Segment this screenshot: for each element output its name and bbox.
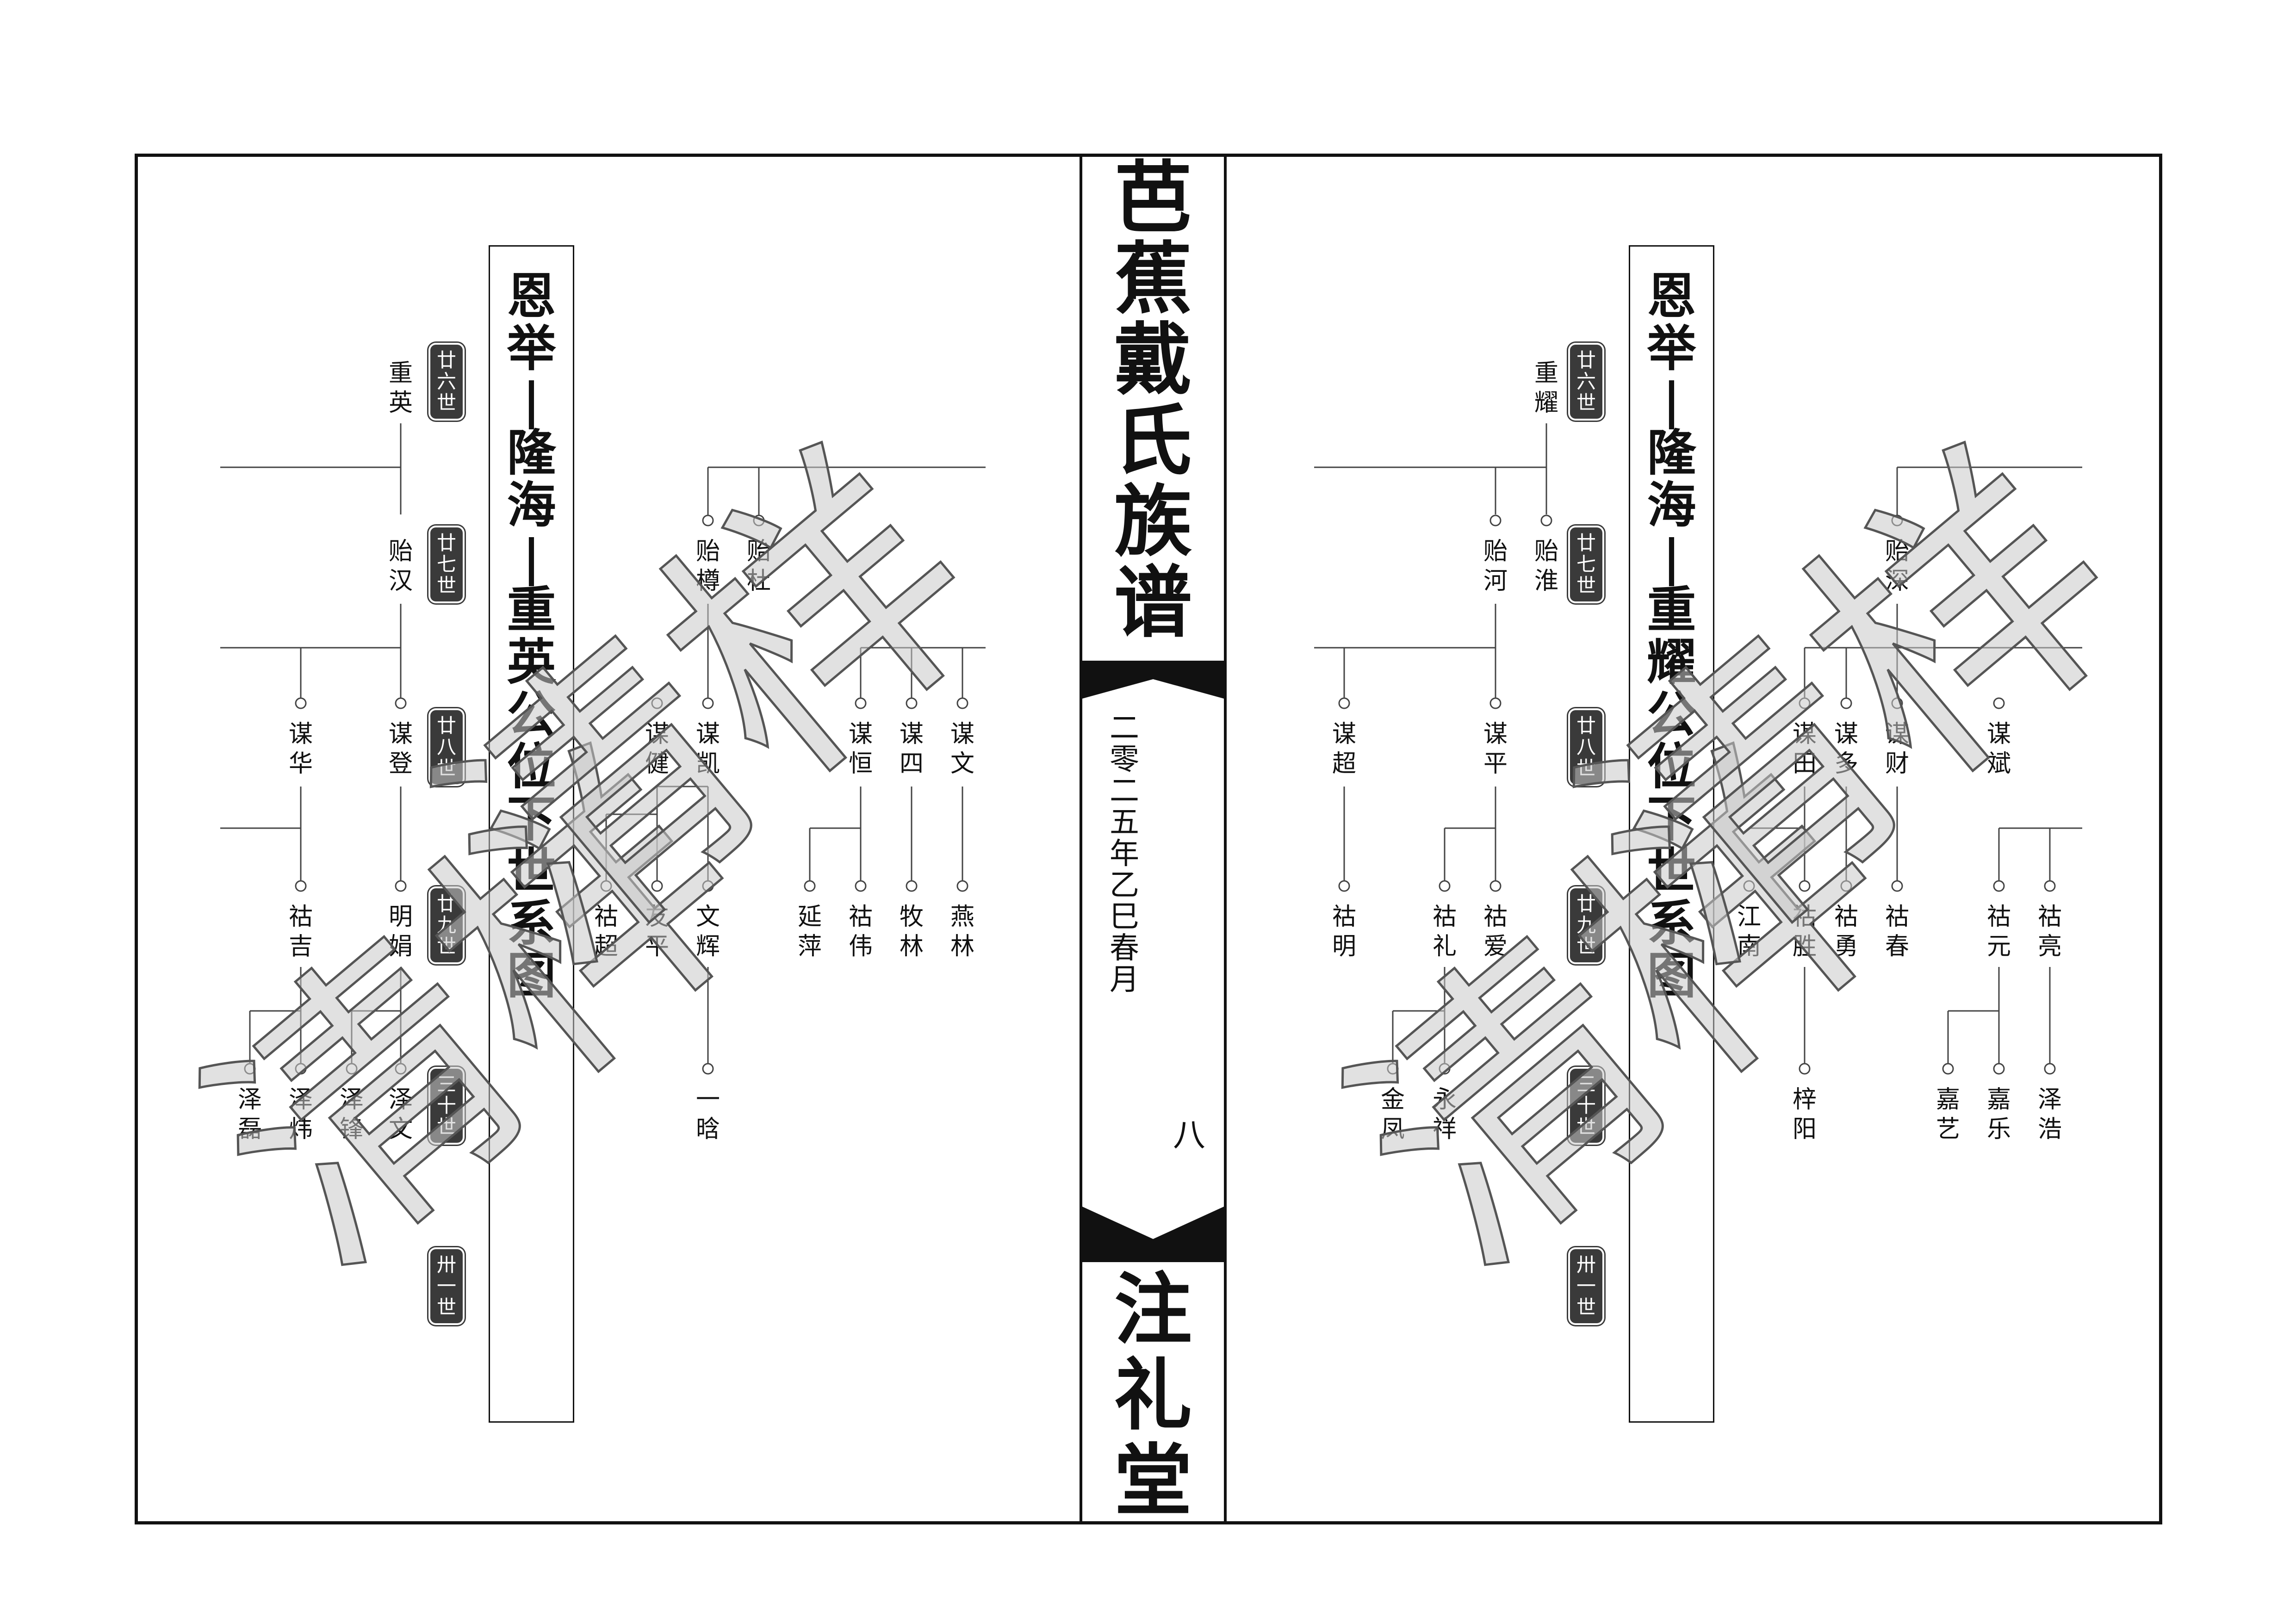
left-name-g28b: 谋登 bbox=[388, 720, 413, 778]
right-name-g29g: 祜春 bbox=[1885, 903, 1909, 960]
right-name-g27b: 贻淮 bbox=[1534, 538, 1558, 595]
right-name-g28d: 谋多 bbox=[1834, 720, 1858, 778]
left-name-g27c: 贻杜 bbox=[746, 538, 771, 595]
right-name-g27c: 贻深 bbox=[1885, 538, 1909, 595]
left-name-g26: 重英 bbox=[388, 359, 413, 417]
right-name-g29a: 祜明 bbox=[1332, 903, 1356, 960]
right-name-g29f: 祜勇 bbox=[1834, 903, 1858, 960]
left-name-g30a: 泽磊 bbox=[237, 1086, 262, 1143]
right-name-g29h: 祜元 bbox=[1986, 903, 2011, 960]
left-name-g29h: 牧林 bbox=[899, 903, 924, 960]
left-name-g29a: 祜吉 bbox=[288, 903, 313, 960]
left-name-g29f: 延萍 bbox=[797, 903, 822, 960]
right-name-g30f: 泽浩 bbox=[2037, 1086, 2062, 1143]
left-name-g28g: 谋文 bbox=[950, 720, 974, 778]
left-gen-badge-28: 廿八世 bbox=[430, 710, 463, 784]
right-name-g29e: 祜胜 bbox=[1792, 903, 1817, 960]
left-name-g30b: 泽炜 bbox=[288, 1086, 313, 1143]
left-chart-title-box: 恩举|隆海|重英公位下世系图 bbox=[489, 245, 574, 1423]
right-name-g29i: 祜亮 bbox=[2037, 903, 2062, 960]
hall-name: 注礼堂 bbox=[1114, 1264, 1192, 1526]
right-gen-badge-26: 廿六世 bbox=[1570, 345, 1602, 419]
right-gen-badge-27: 廿七世 bbox=[1570, 527, 1602, 601]
right-name-g28e: 谋财 bbox=[1885, 720, 1909, 778]
left-name-g29i: 燕林 bbox=[950, 903, 974, 960]
right-gen-badge-31: 卅一世 bbox=[1570, 1249, 1602, 1323]
left-name-g29c: 祜超 bbox=[594, 903, 618, 960]
right-name-g28f: 谋斌 bbox=[1986, 720, 2011, 778]
right-name-g30d: 嘉艺 bbox=[1936, 1086, 1960, 1143]
right-name-g26: 重耀 bbox=[1534, 359, 1558, 417]
right-name-g29b: 祜礼 bbox=[1432, 903, 1457, 960]
left-name-g30e: 一晗 bbox=[695, 1086, 720, 1143]
left-gen-badge-26: 廿六世 bbox=[430, 345, 463, 419]
right-gen-badge-29: 廿九世 bbox=[1570, 888, 1602, 962]
left-gen-badge-29: 廿九世 bbox=[430, 888, 463, 962]
right-name-g30a: 金凤 bbox=[1380, 1086, 1405, 1143]
right-name-g28a: 谋超 bbox=[1332, 720, 1356, 778]
left-name-g29e: 文辉 bbox=[695, 903, 720, 960]
left-name-g29b: 明娟 bbox=[388, 903, 413, 960]
left-name-g28e: 谋恒 bbox=[848, 720, 873, 778]
right-name-g30c: 梓阳 bbox=[1792, 1086, 1817, 1143]
left-name-g30c: 泽锋 bbox=[339, 1086, 364, 1143]
left-gen-badge-31: 卅一世 bbox=[430, 1249, 463, 1323]
right-name-g30b: 永祥 bbox=[1432, 1086, 1457, 1143]
right-name-g30e: 嘉乐 bbox=[1986, 1086, 2011, 1143]
right-name-g27a: 贻河 bbox=[1483, 538, 1508, 595]
spine-banner-bottom bbox=[1082, 1207, 1224, 1262]
spine-date: 二零二五年乙巳春月 bbox=[1110, 711, 1139, 997]
left-name-g28d: 谋凯 bbox=[695, 720, 720, 778]
left-chart-title: 恩举|隆海|重英公位下世系图 bbox=[507, 267, 556, 1004]
left-name-g28f: 谋四 bbox=[899, 720, 924, 778]
right-name-g29c: 祜爱 bbox=[1483, 903, 1508, 960]
spine-banner-top bbox=[1082, 661, 1224, 699]
left-name-g29d: 友平 bbox=[645, 903, 669, 960]
right-name-g29d: 江南 bbox=[1737, 903, 1761, 960]
left-name-g30d: 泽文 bbox=[388, 1086, 413, 1143]
right-gen-badge-30: 三十世 bbox=[1570, 1069, 1602, 1143]
page-frame bbox=[135, 154, 2162, 1524]
left-gen-badge-27: 廿七世 bbox=[430, 527, 463, 601]
spine-title: 芭蕉戴氏族谱 bbox=[1114, 152, 1192, 648]
page-number: 八 bbox=[1173, 1116, 1205, 1154]
right-name-g28c: 谋田 bbox=[1792, 720, 1817, 778]
book-spine bbox=[1080, 154, 1227, 1524]
right-name-g28b: 谋平 bbox=[1483, 720, 1508, 778]
left-name-g28c: 谋健 bbox=[645, 720, 669, 778]
right-chart-title: 恩举|隆海|重耀公位下世系图 bbox=[1647, 267, 1696, 1004]
left-name-g27b: 贻樽 bbox=[695, 538, 720, 595]
left-gen-badge-30: 三十世 bbox=[430, 1069, 463, 1143]
left-name-g28a: 谋华 bbox=[288, 720, 313, 778]
right-gen-badge-28: 廿八世 bbox=[1570, 710, 1602, 784]
left-name-g29g: 祜伟 bbox=[848, 903, 873, 960]
left-name-g27a: 贻汉 bbox=[388, 538, 413, 595]
right-chart-title-box: 恩举|隆海|重耀公位下世系图 bbox=[1629, 245, 1714, 1423]
